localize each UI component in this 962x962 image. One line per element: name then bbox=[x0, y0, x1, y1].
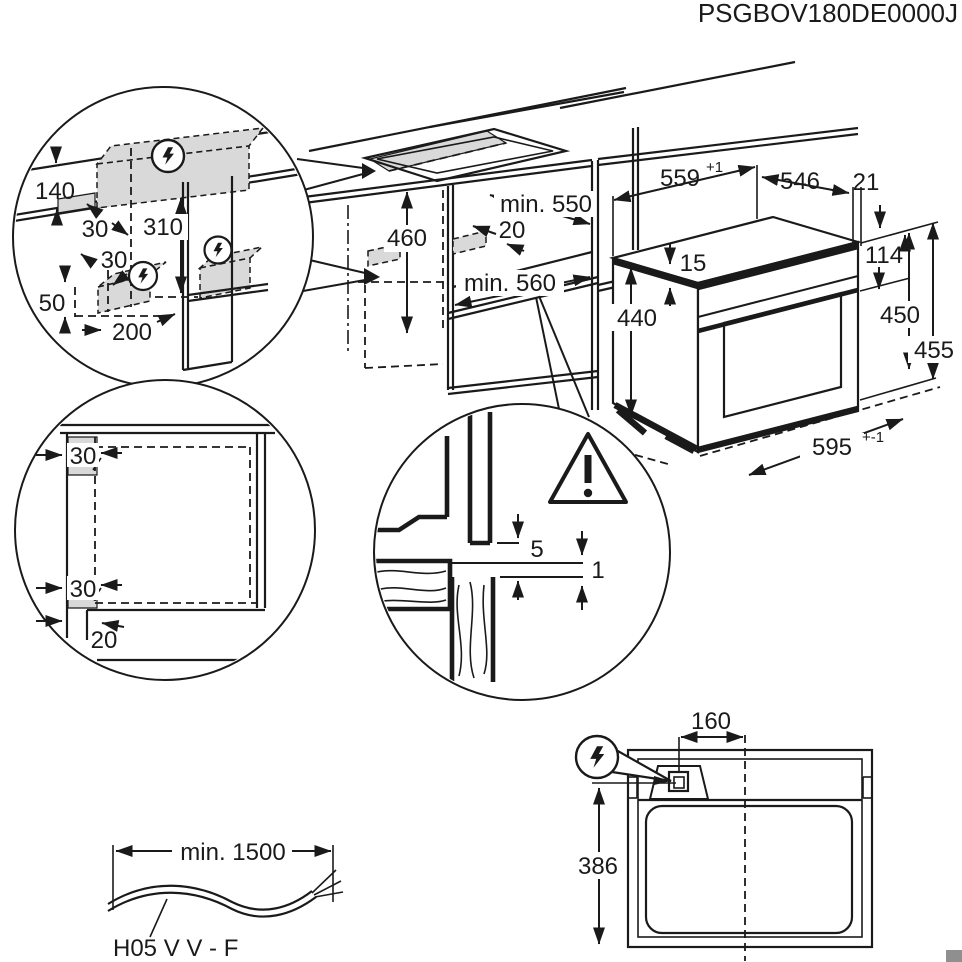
dim-30-lower: 30 bbox=[70, 576, 97, 603]
wall-top-edge-right bbox=[559, 60, 796, 110]
dim-140: 140 bbox=[35, 178, 75, 205]
oven-foot bbox=[664, 433, 696, 454]
electrical-zone-dimensions: 140 30 310 30 50 200 bbox=[35, 146, 188, 346]
dim-20-plinth: 20 bbox=[91, 627, 118, 654]
top-view-outline bbox=[626, 748, 874, 949]
dim-width-top: 559 bbox=[660, 165, 700, 192]
kitchen-scene: 460 min. 550 20 min. 560 bbox=[296, 60, 859, 465]
dim-gap-5: 5 bbox=[530, 536, 543, 563]
dim-310: 310 bbox=[143, 214, 183, 241]
detail-circle bbox=[373, 403, 671, 701]
dim-width-top-tolerance: +1 bbox=[706, 159, 723, 176]
dim-top-clearance: 15 bbox=[680, 250, 707, 277]
mains-cable-detail: min. 1500 H05 V V - F bbox=[107, 838, 344, 962]
dim-conduit-depth: 386 bbox=[578, 853, 618, 880]
wood-grain bbox=[376, 569, 447, 575]
wood-grain bbox=[482, 584, 488, 675]
dim-niche-height: 460 bbox=[387, 225, 427, 252]
dim-width-front-tolerance: +-1 bbox=[862, 429, 884, 446]
side-clearance-dimensions: 30 30 20 bbox=[36, 443, 125, 654]
cable-wire-end bbox=[314, 891, 344, 898]
dim-conduit-offset: 160 bbox=[691, 708, 731, 735]
dim-cable-length: min. 1500 bbox=[180, 839, 285, 866]
cable-wire-end bbox=[311, 869, 337, 894]
callout-line bbox=[538, 295, 590, 418]
dim-depth-body: 546 bbox=[780, 168, 820, 195]
dim-panel-height: 114 bbox=[865, 242, 903, 269]
cable-wire-end bbox=[313, 880, 342, 896]
callout-line bbox=[535, 296, 560, 410]
dim-niche-width: min. 560 bbox=[464, 270, 556, 297]
dim-height-450: 450 bbox=[880, 302, 920, 329]
oven-top-view: 160 386 bbox=[574, 708, 874, 961]
dim-width-front: 595 bbox=[812, 434, 852, 461]
wall-inner-edge bbox=[429, 90, 625, 129]
wood-grain bbox=[376, 587, 447, 592]
detail-gap-warning: 5 1 bbox=[373, 403, 671, 701]
drawing-number: PSGBOV180DE0000J bbox=[698, 0, 958, 28]
dim-height-body: 440 bbox=[617, 305, 657, 332]
callout-arrow-to-cutout bbox=[296, 158, 376, 192]
dim-gap-1: 1 bbox=[591, 557, 604, 584]
dim-200: 200 bbox=[112, 319, 152, 346]
oven-isometric-view: 559 +1 546 21 15 440 114 450 455 595 bbox=[608, 159, 960, 476]
cable bbox=[107, 884, 313, 911]
gap-dimensions: 5 1 bbox=[497, 514, 605, 610]
cable-type-label: H05 V V - F bbox=[113, 935, 238, 962]
socket-zone-strip bbox=[452, 230, 487, 255]
dim-30-upper: 30 bbox=[70, 443, 97, 470]
dim-50: 50 bbox=[39, 290, 66, 317]
oven-foot bbox=[615, 407, 648, 436]
dim-clearance-20: 20 bbox=[499, 217, 526, 244]
oven-dimensions: 559 +1 546 21 15 440 114 450 455 595 bbox=[610, 159, 960, 476]
door-window bbox=[722, 291, 843, 419]
oven-cavity-outline bbox=[644, 804, 854, 935]
dim-30-top: 30 bbox=[82, 216, 109, 243]
label-leader-line bbox=[149, 898, 168, 938]
wood-grain bbox=[456, 584, 463, 677]
detail-side-clearances: 30 30 20 bbox=[14, 379, 316, 681]
hob-cutout bbox=[360, 127, 571, 183]
dim-30-mid: 30 bbox=[101, 247, 128, 274]
detail-electrical-zones: 140 30 310 30 50 200 bbox=[12, 86, 314, 388]
wood-grain bbox=[469, 581, 475, 679]
oven-front-face bbox=[696, 240, 860, 454]
dim-niche-depth: min. 550 bbox=[500, 191, 592, 218]
niche-dimensions: 460 min. 550 20 min. 560 bbox=[384, 191, 596, 334]
control-panel-line bbox=[697, 275, 859, 318]
corner-mark bbox=[946, 950, 962, 962]
dim-height-455: 455 bbox=[914, 337, 954, 364]
dim-door-gap: 21 bbox=[853, 169, 880, 196]
oven-left-face bbox=[611, 256, 700, 454]
